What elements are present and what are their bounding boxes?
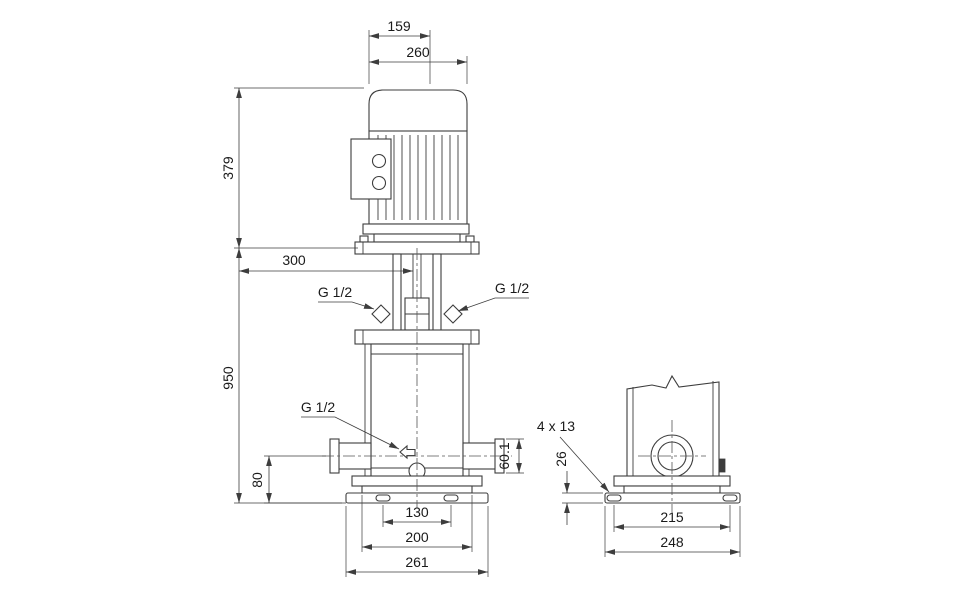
- dim-215: 215: [613, 505, 731, 532]
- vent-label-left: G 1/2: [318, 284, 375, 310]
- bolt-nub-right: [465, 235, 475, 243]
- dim-159: 159: [368, 18, 431, 84]
- bolt-nub-left: [359, 235, 369, 243]
- side-sleeve: [626, 374, 720, 479]
- vent-left-label: G 1/2: [318, 284, 352, 300]
- dim-248: 248: [604, 506, 741, 557]
- flow-arrow-icon: [399, 444, 416, 460]
- base-slot-front-left: [375, 494, 391, 502]
- dim-130: 130: [382, 504, 452, 527]
- bolt-note-label: 4 x 13: [537, 418, 575, 434]
- base-slot-front-right: [443, 494, 459, 502]
- dim-260: 260: [369, 44, 468, 84]
- motor: [350, 89, 470, 243]
- dim-60-1-label: 60.1: [496, 442, 512, 469]
- dim-80-ext: [264, 455, 342, 504]
- drain-port-label: G 1/2: [301, 399, 335, 415]
- motor-neck: [373, 233, 461, 243]
- guard-post-right: [432, 253, 442, 333]
- bolt-note-leader: [559, 436, 610, 493]
- coupling-flange-bolt-ticks: [362, 242, 472, 254]
- side-clamp-tab: [718, 458, 726, 473]
- base-plate-side: [604, 492, 741, 504]
- dim-130-label: 130: [405, 504, 429, 520]
- dim-26: 26: [553, 451, 603, 525]
- dim-300-label: 300: [282, 252, 306, 268]
- base-slot-side-left: [606, 494, 622, 502]
- dim-261-ext: [345, 506, 489, 577]
- side-sleeve-walls: [632, 381, 714, 478]
- base-slot-side-right: [722, 494, 738, 502]
- dim-26-ext: [562, 492, 603, 504]
- cable-entry-top-icon: [371, 153, 387, 169]
- shaft-lines: [412, 254, 422, 298]
- vent-left-leader: [318, 301, 375, 310]
- dim-248-ext: [604, 506, 741, 557]
- vent-label-right: G 1/2: [457, 280, 529, 312]
- drain-label: G 1/2: [301, 399, 400, 450]
- vent-plug-left: [371, 304, 391, 324]
- dim-379-ext: [234, 87, 364, 249]
- centerlines: [322, 248, 706, 512]
- vent-right-leader: [457, 297, 529, 312]
- drain-leader: [301, 416, 400, 450]
- dim-60-1: 60.1: [496, 438, 524, 474]
- dimensions: 159 260 379 950 300 G 1/2 G 1/2: [220, 18, 741, 577]
- dim-379-label: 379: [220, 156, 236, 180]
- vent-plug-right: [443, 304, 463, 324]
- dim-248-label: 248: [660, 534, 684, 550]
- fan-cover: [368, 89, 468, 132]
- side-view: [604, 374, 741, 504]
- vent-right-label: G 1/2: [495, 280, 529, 296]
- dim-200: 200: [361, 495, 473, 552]
- dim-159-label: 159: [387, 18, 411, 34]
- dim-300: 300: [239, 252, 413, 274]
- dim-80-label: 80: [249, 472, 265, 488]
- dim-260-label: 260: [406, 44, 430, 60]
- head-flange-bolt-ticks: [362, 330, 472, 344]
- dim-379: 379: [220, 87, 364, 249]
- motor-foot-flange: [362, 223, 470, 235]
- dim-80: 80: [249, 455, 342, 504]
- dim-261-label: 261: [405, 554, 429, 570]
- cable-entry-bottom-icon: [371, 175, 387, 191]
- terminal-box: [350, 138, 392, 200]
- dim-215-label: 215: [660, 509, 684, 525]
- guard-post-left: [392, 253, 402, 333]
- dim-200-ext: [361, 495, 473, 552]
- bolt-note: 4 x 13: [537, 418, 610, 493]
- dim-261: 261: [345, 506, 489, 577]
- dim-200-label: 200: [405, 529, 429, 545]
- dim-159-ext: [368, 30, 431, 84]
- dim-26-label: 26: [553, 451, 569, 467]
- dim-950-label: 950: [220, 366, 236, 390]
